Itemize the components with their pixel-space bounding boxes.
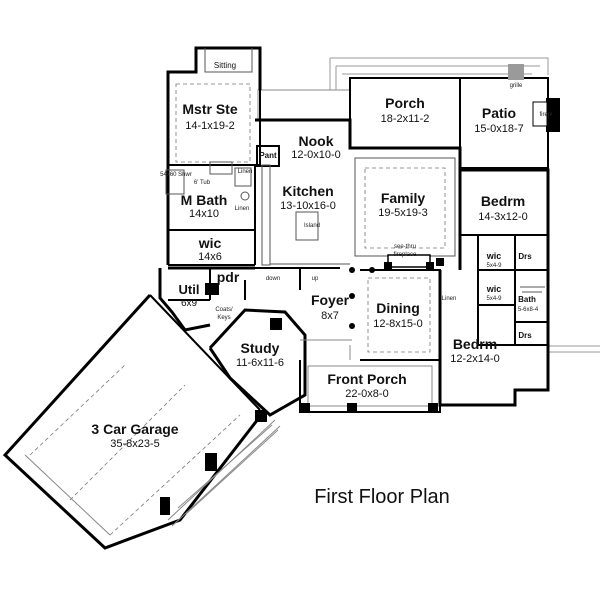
garage-dims: 35-8x23-5 <box>110 438 160 450</box>
keys-note: Keys <box>217 315 230 321</box>
study-name: Study <box>241 340 280 356</box>
up-note: up <box>312 276 319 282</box>
util-name: Util <box>179 282 200 297</box>
drs-a-label: Drs <box>518 252 532 261</box>
plan-notes: grille firepl 54x60 Shwr 6' Tub Linen Li… <box>160 83 552 321</box>
mstr-ste-dims: 14-1x19-2 <box>185 120 235 132</box>
down-note: down <box>266 276 280 282</box>
porch-patio <box>349 64 560 169</box>
bath-dims: 5-6x8-4 <box>518 307 539 313</box>
porch-dims: 18-2x11-2 <box>381 113 430 125</box>
sitting-label: Sitting <box>214 61 236 70</box>
linen-bath-note: Linen <box>235 206 250 212</box>
room-labels: Sitting Mstr Ste 14-1x19-2 Porch 18-2x11… <box>91 61 538 450</box>
bedrm-lower-name: Bedrm <box>453 336 497 352</box>
mstr-ste-name: Mstr Ste <box>182 101 237 117</box>
fireplace-icon <box>546 98 560 132</box>
nook-name: Nook <box>299 133 334 149</box>
family-name: Family <box>381 190 426 206</box>
foyer-dims: 8x7 <box>321 310 339 322</box>
shwr-note: 54x60 Shwr <box>160 172 192 178</box>
wic-a-name: wic <box>486 251 502 261</box>
wic-master-name: wic <box>198 235 222 251</box>
front-porch <box>299 360 441 413</box>
grille-icon <box>508 64 524 80</box>
wic-master-dims: 14x6 <box>198 251 222 263</box>
nook-dims: 12-0x10-0 <box>291 149 341 161</box>
bath-name: Bath <box>518 295 536 304</box>
kitchen-name: Kitchen <box>282 183 333 199</box>
utility-walls <box>158 266 255 332</box>
linen-master-note: Linen <box>238 169 253 175</box>
family-room <box>354 157 456 270</box>
porch-name: Porch <box>385 95 425 111</box>
drs-b-label: Drs <box>518 331 532 340</box>
see-thru-note: see-thru <box>394 244 416 250</box>
linen-hall-note: Linen <box>442 296 457 302</box>
kitchen-dims: 13-10x16-0 <box>280 200 336 212</box>
wic-a-dims: 5x4-9 <box>486 263 502 269</box>
garage-name: 3 Car Garage <box>91 421 178 437</box>
wic-b-name: wic <box>486 284 502 294</box>
bedrm-upper-name: Bedrm <box>481 193 525 209</box>
patio-name: Patio <box>482 105 516 121</box>
coats-note: Coats/ <box>215 307 233 313</box>
pant-label: Pant <box>259 151 277 160</box>
dining-foyer <box>255 258 444 361</box>
step-lines <box>300 339 352 360</box>
m-bath-dims: 14x10 <box>189 208 219 220</box>
grille-note: grille <box>510 83 523 89</box>
kitchen-nook-walls <box>255 118 462 270</box>
m-bath-name: M Bath <box>181 192 228 208</box>
tub-note: 6' Tub <box>194 180 211 186</box>
wic-b-dims: 5x4-9 <box>486 296 502 302</box>
bedrm-lower-dims: 12-2x14-0 <box>450 353 500 365</box>
dining-dims: 12-8x15-0 <box>373 318 423 330</box>
patio-dims: 15-0x18-7 <box>474 123 524 135</box>
plan-title: First Floor Plan <box>314 486 450 508</box>
pdr-label: pdr <box>217 269 240 285</box>
master-suite-walls <box>165 46 262 266</box>
foyer-name: Foyer <box>311 292 350 308</box>
front-porch-dims: 22-0x8-0 <box>345 388 388 400</box>
firepl-note: firepl <box>539 112 552 118</box>
fireplace-note: fireplace <box>394 252 417 258</box>
garage <box>2 293 281 550</box>
island-note: Island <box>304 223 320 229</box>
util-dims: 6x9 <box>181 298 198 309</box>
study-dims: 11-6x11-6 <box>236 357 284 369</box>
front-porch-name: Front Porch <box>327 371 406 387</box>
bedrm-upper-dims: 14-3x12-0 <box>478 211 528 223</box>
dining-name: Dining <box>376 300 420 316</box>
family-dims: 19-5x19-3 <box>378 207 428 219</box>
